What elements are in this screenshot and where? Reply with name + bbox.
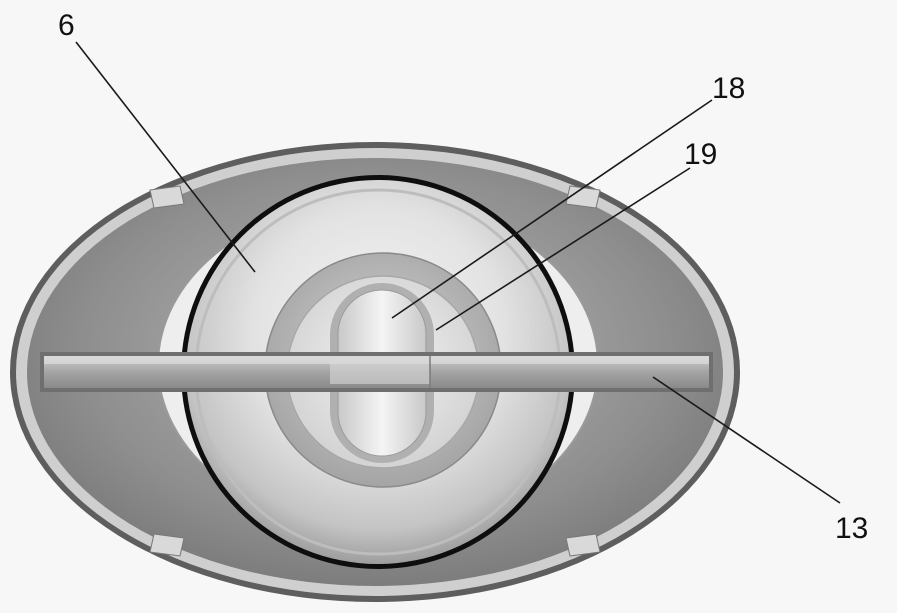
leader-line-18	[391, 99, 713, 319]
label-18: 18	[712, 72, 745, 105]
label-19: 19	[684, 138, 717, 171]
leader-line-13	[652, 376, 841, 504]
label-6: 6	[58, 9, 75, 42]
leader-line-19	[435, 167, 691, 331]
label-13: 13	[835, 512, 868, 545]
horizontal-bar	[40, 352, 713, 392]
leader-line-6	[75, 41, 256, 273]
